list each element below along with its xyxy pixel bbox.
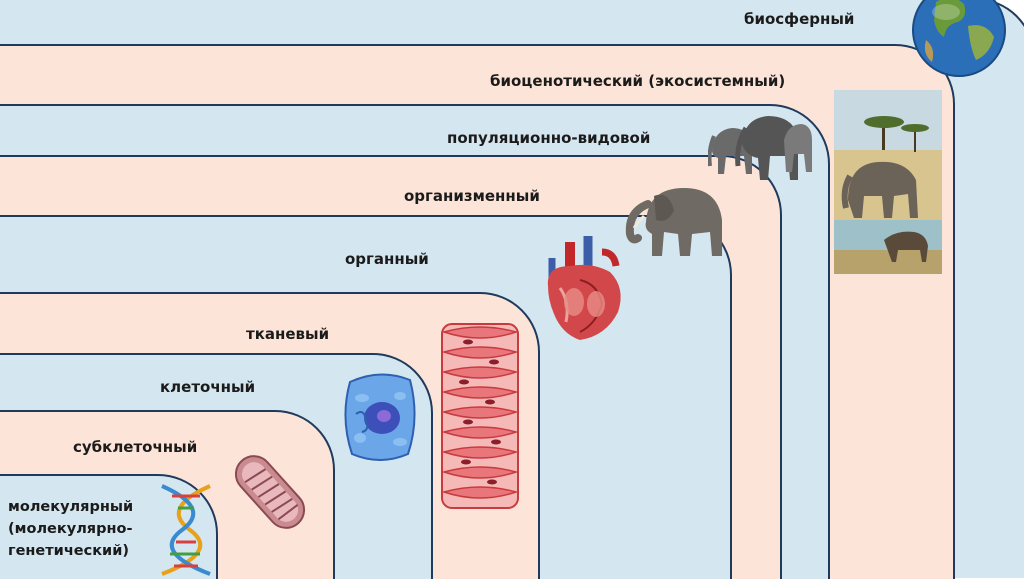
label-tissue: тканевый [246, 325, 330, 343]
earth-globe-icon [906, 0, 1012, 78]
cell-icon [340, 368, 420, 466]
label-molecular: молекулярный (молекулярно- генетический) [8, 499, 134, 559]
elephant-herd-icon [708, 110, 812, 184]
label-biocenotic: биоценотический (экосистемный) [490, 72, 786, 90]
label-organ: органный [345, 250, 429, 268]
mitochondrion-icon [230, 444, 310, 540]
label-organism: организменный [404, 187, 540, 205]
heart-icon [540, 232, 626, 344]
label-biosphere: биосферный [744, 10, 855, 28]
savanna-ecosystem-icon [834, 90, 942, 274]
label-subcellular: субклеточный [73, 438, 198, 456]
muscle-tissue-icon [438, 322, 522, 510]
dna-helix-icon [150, 484, 220, 576]
label-population: популяционно-видовой [447, 129, 651, 147]
label-cellular: клеточный [160, 378, 256, 396]
elephant-icon [624, 182, 728, 260]
